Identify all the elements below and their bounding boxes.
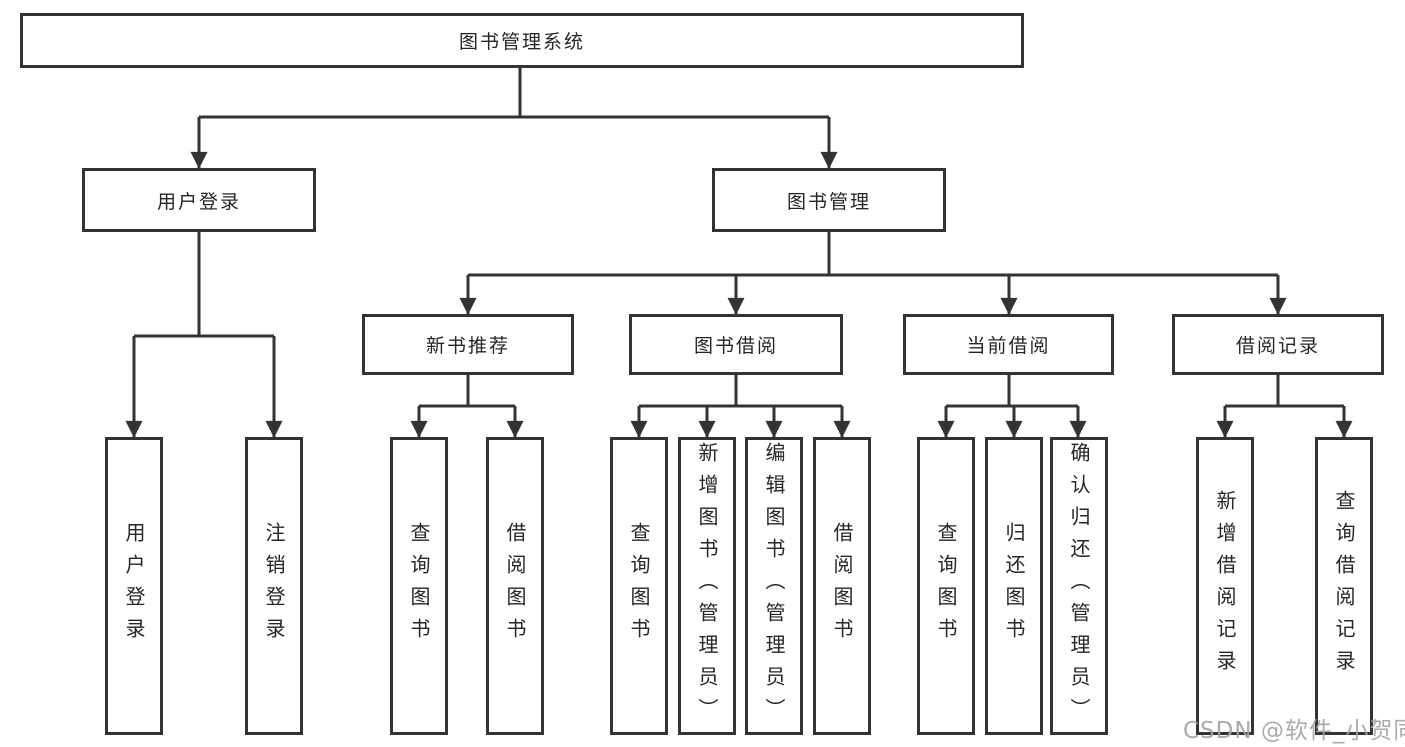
connector-current-borrow-to-leaves: [937, 375, 1087, 438]
leaf-edit-book-admin-label: 编辑图书（管理员）: [762, 442, 786, 730]
leaf-query-borrow-record: 查询借阅记录: [1315, 437, 1373, 735]
node-root-system-label: 图书管理系统: [458, 31, 585, 53]
node-current-borrow-label: 当前借阅: [966, 335, 1051, 357]
connector-root-to-level2: [190, 68, 838, 169]
connector-user-login-to-leaves: [125, 232, 283, 438]
leaf-user-login-label: 用户登录: [122, 522, 146, 650]
leaf-query-books-current: 查询图书: [917, 437, 975, 735]
leaf-query-books-newbooks-label: 查询图书: [407, 522, 431, 650]
leaf-query-books-borrow-label: 查询图书: [627, 522, 651, 650]
leaf-return-book: 归还图书: [985, 437, 1043, 735]
node-user-login: 用户登录: [82, 168, 316, 232]
leaf-borrow-books-borrow: 借阅图书: [813, 437, 871, 735]
node-root-system: 图书管理系统: [20, 13, 1024, 68]
node-user-login-label: 用户登录: [156, 190, 241, 213]
node-book-borrow-label: 图书借阅: [693, 335, 778, 357]
node-book-mgmt-label: 图书管理: [786, 190, 871, 213]
leaf-confirm-return-admin-label: 确认归还（管理员）: [1067, 442, 1091, 730]
leaf-add-book-admin: 新增图书（管理员）: [678, 437, 736, 735]
leaf-borrow-books-newbooks-label: 借阅图书: [503, 522, 527, 650]
connector-book-borrow-to-leaves: [630, 375, 851, 438]
leaf-user-login: 用户登录: [105, 437, 163, 735]
leaf-return-book-label: 归还图书: [1002, 522, 1026, 650]
leaf-confirm-return-admin: 确认归还（管理员）: [1050, 437, 1108, 735]
connector-borrow-records-to-leaves: [1216, 375, 1353, 438]
leaf-borrow-books-borrow-label: 借阅图书: [830, 522, 854, 650]
connector-book-mgmt-to-level3: [459, 232, 1287, 315]
leaf-query-books-current-label: 查询图书: [934, 522, 958, 650]
leaf-borrow-books-newbooks: 借阅图书: [486, 437, 544, 735]
node-borrow-records-label: 借阅记录: [1235, 335, 1320, 357]
csdn-watermark: CSDN @软件_小贺同学: [1183, 718, 1405, 744]
leaf-add-borrow-record-label: 新增借阅记录: [1213, 490, 1237, 682]
leaf-add-borrow-record: 新增借阅记录: [1196, 437, 1254, 735]
node-new-books-label: 新书推荐: [425, 335, 510, 357]
node-borrow-records: 借阅记录: [1172, 314, 1384, 375]
leaf-logout-label: 注销登录: [262, 522, 286, 650]
leaf-query-books-newbooks: 查询图书: [390, 437, 448, 735]
leaf-logout: 注销登录: [245, 437, 303, 735]
node-book-mgmt: 图书管理: [712, 168, 946, 232]
leaf-edit-book-admin: 编辑图书（管理员）: [745, 437, 803, 735]
node-book-borrow: 图书借阅: [629, 314, 843, 375]
leaf-query-books-borrow: 查询图书: [610, 437, 668, 735]
node-current-borrow: 当前借阅: [903, 314, 1114, 375]
node-new-books: 新书推荐: [362, 314, 574, 375]
leaf-query-borrow-record-label: 查询借阅记录: [1332, 490, 1356, 682]
connector-new-books-to-leaves: [410, 375, 524, 438]
leaf-add-book-admin-label: 新增图书（管理员）: [695, 442, 719, 730]
